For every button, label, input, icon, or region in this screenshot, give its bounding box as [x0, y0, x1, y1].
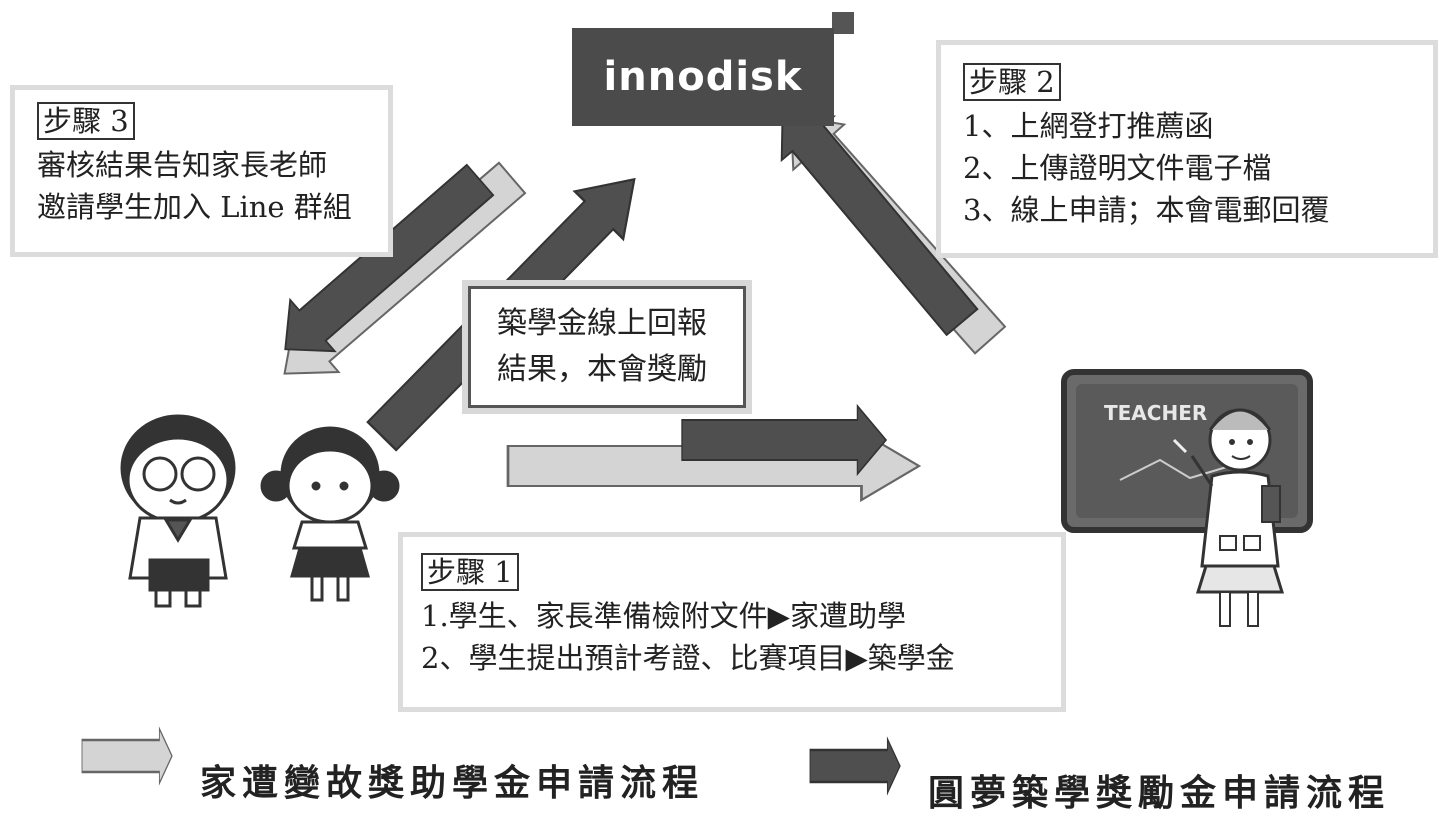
legend-light-arrow [80, 727, 174, 785]
students-illustration [120, 414, 400, 608]
step2-line-1: 1、上網登打推薦函 [963, 109, 1214, 143]
legend-dark-arrow [808, 737, 902, 795]
blackboard-text: TEACHER [1104, 401, 1207, 425]
step3-tag: 步驟 3 [37, 102, 135, 140]
step1-line-1: 1.學生、家長準備檢附文件▶家遭助學 [421, 599, 906, 633]
step3-box: 步驟 3 審核結果告知家長老師 邀請學生加入 Line 群組 [10, 85, 393, 257]
scholarship-report-box: 築學金線上回報 結果，本會獎勵 [462, 280, 752, 414]
step2-line-3: 3、線上申請；本會電郵回覆 [963, 193, 1330, 227]
innodisk-logo: innodisk [572, 28, 834, 126]
step3-line-2: 邀請學生加入 Line 群組 [37, 190, 352, 224]
step3-line-1: 審核結果告知家長老師 [37, 148, 328, 182]
logo-accent-square [832, 12, 854, 34]
step2-line-2: 2、上傳證明文件電子檔 [963, 151, 1272, 185]
step2-tag: 步驟 2 [963, 63, 1061, 101]
legend-light-label: 家遭變故獎助學金申請流程 [200, 762, 705, 804]
step1-tag: 步驟 1 [421, 553, 519, 591]
center-line-2: 結果，本會獎勵 [497, 352, 707, 387]
teacher-illustration [1061, 369, 1313, 627]
step2-box: 步驟 2 1、上網登打推薦函 2、上傳證明文件電子檔 3、線上申請；本會電郵回覆 [936, 40, 1438, 258]
step1-line-2: 2、學生提出預計考證、比賽項目▶築學金 [421, 641, 955, 675]
center-line-1: 築學金線上回報 [497, 306, 707, 341]
legend-dark-label: 圓夢築學獎勵金申請流程 [928, 772, 1391, 814]
step1-box: 步驟 1 1.學生、家長準備檢附文件▶家遭助學 2、學生提出預計考證、比賽項目▶… [398, 532, 1066, 712]
